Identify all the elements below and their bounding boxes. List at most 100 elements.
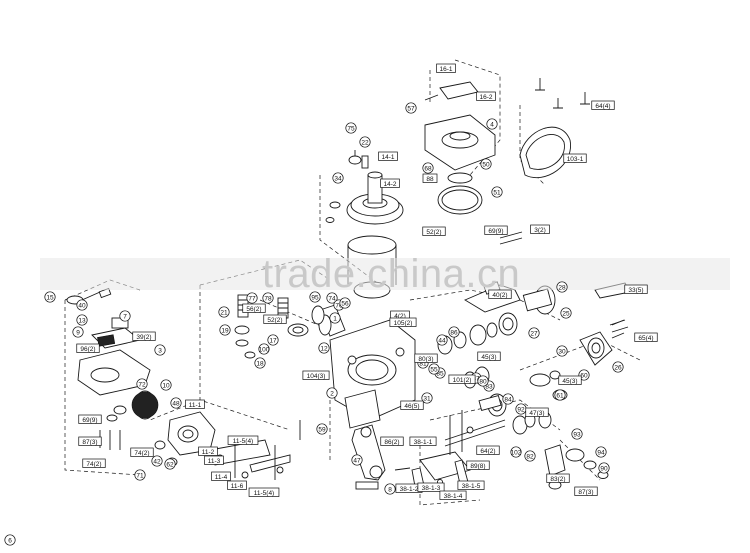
- callout-box: 16-1: [436, 63, 456, 73]
- callout-box: 105(2): [389, 317, 417, 327]
- callout-box: 96(2): [76, 343, 100, 353]
- callout-circle: 68: [422, 162, 434, 174]
- callout-circle: 30: [556, 345, 568, 357]
- callout-label: 3(2): [534, 227, 546, 234]
- callout-circle: 8: [384, 483, 396, 495]
- callout-label: 8: [388, 486, 392, 493]
- callout-label: 69(9): [82, 417, 97, 424]
- callout-circle: 13: [76, 314, 88, 326]
- callout-label: 11-3: [208, 458, 221, 465]
- callout-label: 72: [138, 381, 146, 388]
- callout-box: 3(2): [530, 224, 550, 234]
- callout-box: 52(2): [263, 314, 287, 324]
- callout-circle: 1: [329, 312, 341, 324]
- callout-label: 74(2): [134, 450, 149, 457]
- callout-label: 87(3): [82, 439, 97, 446]
- callout-label: 19: [221, 327, 229, 334]
- callout-label: 95: [311, 294, 319, 301]
- callout-label: 28: [558, 284, 566, 291]
- left-housing-assembly: [154, 411, 291, 480]
- callout-label: 69(9): [488, 228, 503, 235]
- callout-label: 46(5): [404, 403, 419, 410]
- callout-circle: 61: [554, 389, 566, 401]
- screws: [299, 78, 625, 471]
- callout-label: 42: [153, 458, 161, 465]
- callout-circle: 48: [170, 397, 182, 409]
- callout-label: 64(2): [480, 448, 495, 455]
- callout-box: 80(3): [414, 353, 438, 363]
- callout-label: 86: [450, 329, 458, 336]
- callout-label: 102: [511, 449, 522, 456]
- callout-box: 64(2): [476, 445, 500, 455]
- callout-box: 101(2): [448, 374, 476, 384]
- callout-box: 74(2): [130, 447, 154, 457]
- piston-stack: [437, 281, 556, 447]
- callout-circle: 59: [316, 423, 328, 435]
- callout-label: 26: [614, 364, 622, 371]
- callout-label: 33(5): [628, 287, 643, 294]
- callout-label: 92: [517, 406, 525, 413]
- callout-circle: 77: [246, 292, 258, 304]
- callout-label: 11-1: [189, 402, 202, 409]
- callout-label: 51: [493, 189, 501, 196]
- callout-label: 45(3): [481, 354, 496, 361]
- callout-box: 87(3): [78, 436, 102, 446]
- callout-circle: 94: [595, 446, 607, 458]
- callout-label: 22: [361, 139, 369, 146]
- callout-circle: 17: [267, 334, 279, 346]
- callout-label: 100: [259, 346, 270, 353]
- callout-box: 65(4): [634, 332, 658, 342]
- callout-label: 52(2): [426, 229, 441, 236]
- callout-label: 60: [580, 372, 588, 379]
- callout-box: 14-1: [378, 151, 398, 161]
- callout-box: 11-5(4): [227, 435, 259, 445]
- callout-circle: 40: [76, 299, 88, 311]
- callout-box: 83(2): [546, 473, 570, 483]
- callout-box: 45(3): [477, 351, 501, 361]
- callout-label: 38-1-3: [422, 485, 441, 492]
- callout-circle: 9: [72, 326, 84, 338]
- callout-circle: 18: [254, 357, 266, 369]
- callout-circle: 74: [326, 292, 338, 304]
- callout-label: 16-1: [439, 66, 452, 73]
- callout-box: 11-3: [204, 455, 224, 465]
- callout-label: 104(3): [307, 373, 326, 380]
- callout-label: 40: [78, 302, 86, 309]
- callout-label: 11-6: [231, 483, 244, 490]
- callout-label: 27: [530, 330, 538, 337]
- callout-label: 44: [438, 337, 446, 344]
- callout-circle: 10: [160, 379, 172, 391]
- callout-circle: 62: [164, 458, 176, 470]
- callout-circle: 25: [560, 307, 572, 319]
- callout-label: 101(2): [453, 377, 472, 384]
- callout-label: 81: [419, 360, 427, 367]
- callout-circle: 51: [491, 186, 503, 198]
- callout-label: 16-2: [479, 94, 492, 101]
- callout-label: 83: [485, 383, 493, 390]
- callout-box: 38-1-3: [417, 482, 445, 492]
- callout-circle: 82: [524, 450, 536, 462]
- callout-label: 18: [256, 360, 264, 367]
- box-callouts: 16-116-264(4)103-114-114-28852(2)69(9)3(…: [76, 63, 658, 500]
- callout-circle: 75: [345, 122, 357, 134]
- callout-label: 57: [407, 105, 415, 112]
- callout-label: 89(8): [470, 463, 485, 470]
- callout-circle: 12: [318, 342, 330, 354]
- callout-label: 88: [426, 176, 434, 183]
- callout-circle: 55: [428, 363, 440, 375]
- callout-label: 38-1-2: [400, 486, 419, 493]
- callout-box: 56(2): [242, 303, 266, 313]
- callout-label: 85: [436, 370, 444, 377]
- callout-box: 38-1-4: [439, 490, 467, 500]
- callout-label: 105(2): [394, 320, 413, 327]
- callout-label: 77: [248, 295, 256, 302]
- callout-label: 87(3): [578, 489, 593, 496]
- callout-label: 56(2): [246, 306, 261, 313]
- callout-box: 103-1: [563, 153, 587, 163]
- callout-circle: 102: [510, 446, 522, 458]
- callout-label: 61: [556, 392, 564, 399]
- callout-circle: 50: [480, 158, 492, 170]
- callout-label: 75: [347, 125, 355, 132]
- callout-circle: 3: [154, 344, 166, 356]
- callout-circle: 90: [598, 462, 610, 474]
